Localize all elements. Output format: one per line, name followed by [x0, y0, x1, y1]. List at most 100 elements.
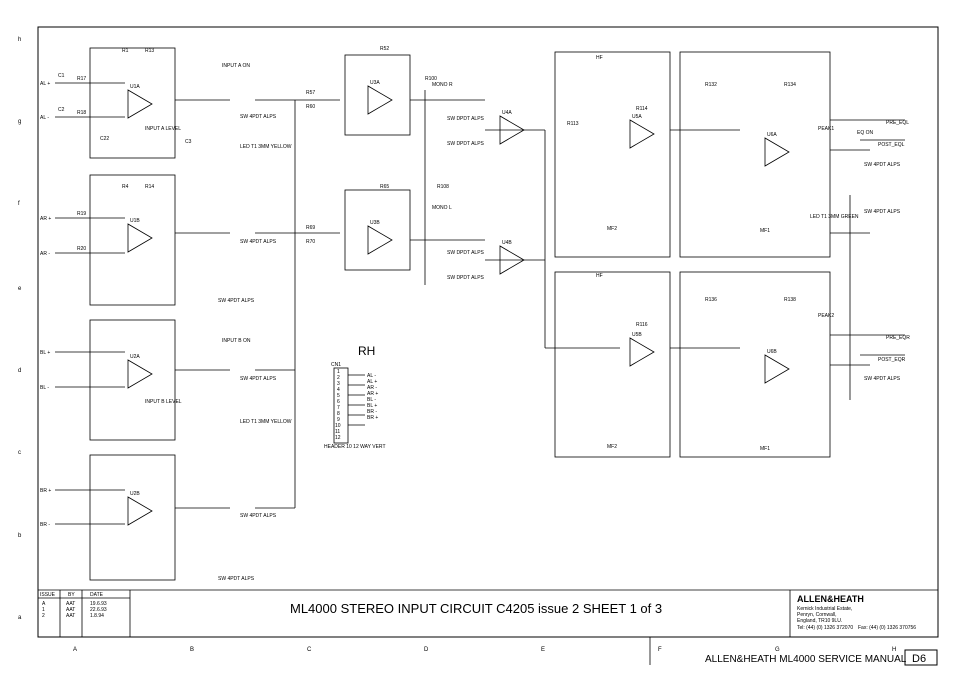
- eq-on-label: EQ ON: [857, 130, 874, 136]
- input-label: AR +: [40, 216, 51, 222]
- opamp-ref: U6A: [767, 132, 777, 138]
- opamp-ref: U1A: [130, 84, 140, 90]
- header-pin: 5: [337, 393, 340, 399]
- col-letter: A: [73, 647, 77, 653]
- opamp-symbol: [499, 245, 525, 275]
- opamp-symbol: [367, 85, 393, 115]
- input-label: AL +: [40, 81, 50, 87]
- company-address: Kernick Industrial Estate,: [797, 606, 852, 612]
- header-pin: 3: [337, 381, 340, 387]
- component-ref: R138: [784, 297, 796, 303]
- col-letter: G: [775, 647, 780, 653]
- led-a-label: LED T1 3MM YELLOW: [240, 144, 292, 150]
- component-ref: C2: [58, 107, 65, 113]
- outer-frame: [37, 26, 939, 638]
- row-letter: f: [18, 201, 20, 207]
- row-letter: h: [18, 37, 21, 43]
- col-letter: B: [190, 647, 194, 653]
- component-ref: R57: [306, 90, 315, 96]
- company-fax: Fax: (44) (0) 1326 370756: [858, 625, 916, 631]
- header-pin: 6: [337, 399, 340, 405]
- header-pin: 7: [337, 405, 340, 411]
- header-cn1: CN1 HEADER 10 12 WAY VERT 1 2 3 4 5 6 7 …: [324, 362, 386, 450]
- header-net: BL +: [367, 403, 377, 409]
- opamp-symbol: [764, 354, 790, 384]
- header-net: AL -: [367, 373, 376, 379]
- mono-r-label: MONO R: [432, 82, 453, 88]
- hf-label: HF: [596, 273, 603, 279]
- header-pin: 1: [337, 369, 340, 375]
- title-block: ISSUE BY DATE A AAT 19.6.93 1 AAT 22.6.9…: [40, 592, 916, 631]
- input-labels: AL + AL - AR + AR - BL + BL - BR + BR -: [40, 81, 51, 528]
- peak2-label: PEAK2: [818, 313, 834, 319]
- col-letter: F: [658, 647, 662, 653]
- header-pin: 12: [335, 435, 341, 441]
- switch-label: SW DPDT ALPS: [447, 250, 485, 256]
- opamp-ref: U1B: [130, 218, 140, 224]
- issue-cell: 1: [42, 607, 45, 613]
- row-letter: g: [18, 119, 21, 125]
- issue-cell: A: [42, 601, 46, 607]
- opamp-symbol: [764, 137, 790, 167]
- header-pin: 8: [337, 411, 340, 417]
- issue-cell: 22.6.93: [90, 607, 107, 613]
- opamp-symbol: [629, 119, 655, 149]
- header-pin: 10: [335, 423, 341, 429]
- component-ref: R134: [784, 82, 796, 88]
- footer-manual: ALLEN&HEATH ML4000 SERVICE MANUAL: [705, 654, 907, 665]
- input-b-on-label: INPUT B ON: [222, 338, 251, 344]
- opamp-symbol: [499, 115, 525, 145]
- component-ref: R69: [306, 225, 315, 231]
- switch-label: SW 4PDT ALPS: [864, 376, 901, 382]
- header-pin: 2: [337, 375, 340, 381]
- header-name: HEADER 10 12 WAY VERT: [324, 444, 386, 450]
- component-ref: C3: [185, 139, 192, 145]
- col-letter: E: [541, 647, 545, 653]
- post-eql-label: POST_EQL: [878, 142, 905, 148]
- border-row-letters: h g f e d c b a: [18, 37, 22, 621]
- component-ref: R52: [380, 46, 389, 52]
- component-ref: R65: [380, 184, 389, 190]
- schematic-wiring: [38, 47, 938, 665]
- mf1-label: MF1: [760, 228, 770, 234]
- switch-label: SW DPDT ALPS: [447, 275, 485, 281]
- row-letter: e: [18, 286, 22, 292]
- component-ref: R20: [77, 246, 86, 252]
- input-label: BR -: [40, 522, 50, 528]
- company-tel: Tel: (44) (0) 1326 372070: [797, 625, 853, 631]
- border-col-letters: A B C D E F G H: [73, 647, 896, 653]
- component-ref: R18: [77, 110, 86, 116]
- led-green-label: LED T1 3MM GREEN: [810, 214, 859, 220]
- input-b-level-label: INPUT B LEVEL: [145, 399, 182, 405]
- component-ref: R1: [122, 48, 129, 54]
- opamp-labels: U1A U1B U2A U2B U3A U3B U4A U4B U5A U5B …: [130, 80, 777, 497]
- component-ref: R17: [77, 76, 86, 82]
- component-ref: R14: [145, 184, 154, 190]
- input-a-level-label: INPUT A LEVEL: [145, 126, 181, 132]
- header-net: AR +: [367, 391, 378, 397]
- issue-cell: 1.8.94: [90, 613, 104, 619]
- opamp-symbols: [127, 85, 790, 526]
- component-ref: C22: [100, 136, 109, 142]
- component-ref: R100: [425, 76, 437, 82]
- pre-eql-label: PRE_EQL: [886, 120, 909, 126]
- component-ref: R70: [306, 239, 315, 245]
- switch-label: SW DPDT ALPS: [447, 116, 485, 122]
- header-pin: 9: [337, 417, 340, 423]
- issue-header: DATE: [90, 592, 104, 598]
- row-letter: a: [18, 615, 22, 621]
- mf2-label: MF2: [607, 226, 617, 232]
- switch-label: SW 4PDT ALPS: [864, 162, 901, 168]
- switch-label: SW DPDT ALPS: [447, 141, 485, 147]
- header-ref: CN1: [331, 362, 341, 368]
- opamp-ref: U3A: [370, 80, 380, 86]
- opamp-symbol: [127, 359, 153, 389]
- input-a-on-label: INPUT A ON: [222, 63, 250, 69]
- component-ref: C1: [58, 73, 65, 79]
- input-label: BL -: [40, 385, 49, 391]
- issue-cell: 19.6.93: [90, 601, 107, 607]
- switch-label: SW 4PDT ALPS: [240, 513, 277, 519]
- section-labels: INPUT A ON INPUT B ON INPUT A LEVEL INPU…: [145, 55, 910, 582]
- input-label: AL -: [40, 115, 49, 121]
